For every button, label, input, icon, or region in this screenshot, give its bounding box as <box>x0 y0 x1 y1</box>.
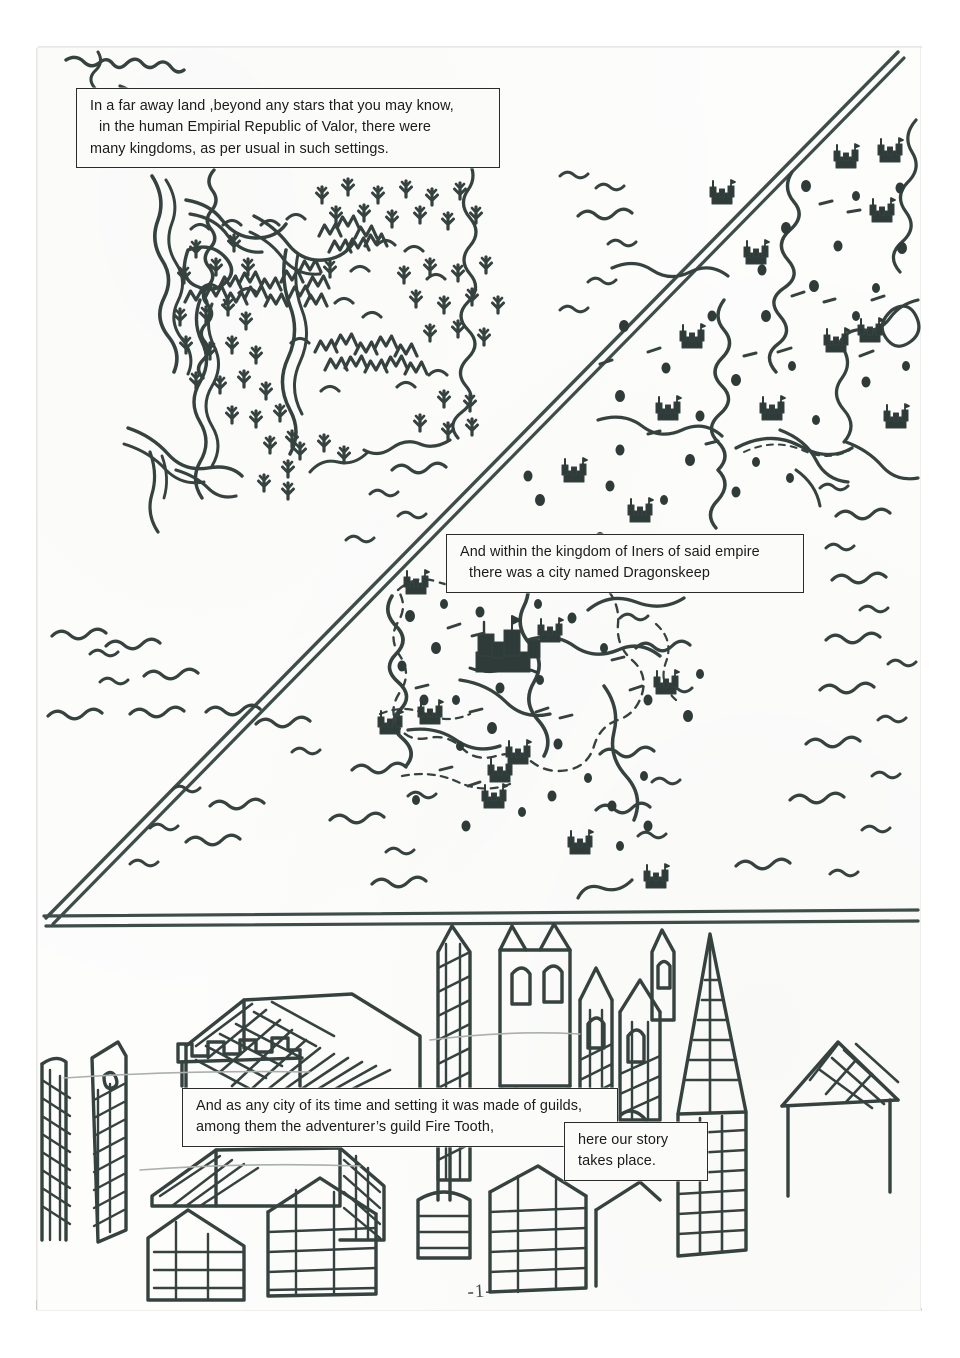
caption-box-1: In a far away land ,beyond any stars tha… <box>76 88 500 168</box>
mountain-range-mid <box>279 258 331 308</box>
panel-border-horizontal <box>42 908 920 928</box>
castle-dragonskeep <box>468 615 541 674</box>
mountain-range-lower <box>313 332 429 376</box>
house-left-center <box>150 1146 386 1242</box>
caption-4-line-1: here our story <box>578 1132 669 1148</box>
road-dashes <box>598 199 886 446</box>
caption-1-line-2: in the human Empirial Republic of Valor,… <box>99 119 431 136</box>
house-central-large <box>184 992 422 1098</box>
pointed-tower-right <box>676 932 748 1258</box>
sea-waves-left <box>46 627 266 868</box>
mountain-range-right <box>317 214 389 254</box>
caption-1-line-1: In a far away land ,beyond any stars tha… <box>90 98 454 114</box>
panel-border-diagonal <box>44 50 906 926</box>
scan-edge-left <box>36 48 38 1310</box>
caption-box-2: And within the kingdom of Iners of said … <box>446 534 804 593</box>
page-number-mark: -1- <box>466 1280 494 1303</box>
caption-1-line-3: many kingdoms, as per usual in such sett… <box>90 140 389 157</box>
caption-2-line-1: And within the kingdom of Iners of said … <box>460 544 760 560</box>
map-forest-region <box>46 50 638 868</box>
caption-4-line-2: takes place. <box>578 1153 656 1170</box>
caption-2-line-2: there was a city named Dragonskeep <box>469 565 710 582</box>
cityscape <box>40 922 900 1302</box>
caption-box-4: here our story takes place. <box>564 1122 708 1181</box>
caption-box-3: And as any city of its time and setting … <box>182 1088 618 1147</box>
settlement-dots-iners <box>397 599 704 851</box>
left-wall-tower <box>40 1040 128 1244</box>
scan-edge-top <box>38 46 922 48</box>
house-right-simple <box>780 1040 900 1198</box>
caption-3-line-2: among them the adventurer’s guild Fire T… <box>196 1119 495 1136</box>
road-dashes-iners <box>414 622 644 788</box>
map-iners-kingdom <box>377 564 704 900</box>
lower-rooftops <box>146 1164 662 1302</box>
caption-3-line-1: And as any city of its time and setting … <box>196 1098 583 1114</box>
tower-far-right <box>650 928 676 1022</box>
background-faint-lines <box>63 1032 581 1171</box>
